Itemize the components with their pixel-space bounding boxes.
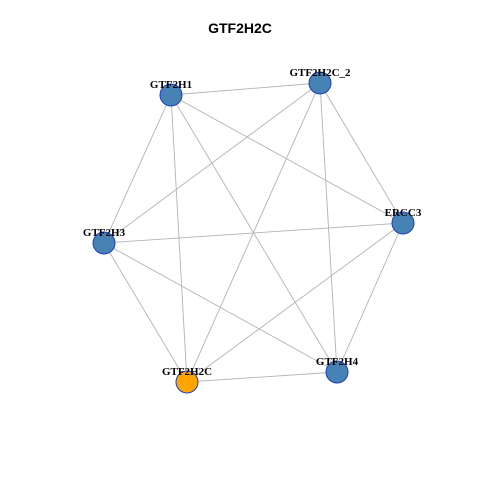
node-gtf2h2c[interactable] [175, 370, 199, 394]
edge-gtf2h2c_2-gtf2h3 [103, 82, 321, 244]
nodes-layer [92, 71, 415, 394]
edge-gtf2h1-ercc3 [170, 94, 404, 224]
node-label-ercc3: ERCC3 [385, 207, 422, 219]
node-label-gtf2h3: GTF2H3 [83, 227, 126, 239]
edge-gtf2h2c_2-gtf2h2c [186, 82, 321, 383]
edges-layer [103, 82, 404, 383]
node-label-gtf2h4: GTF2H4 [316, 356, 359, 368]
edge-gtf2h2c-gtf2h4 [186, 371, 338, 383]
edge-gtf2h1-gtf2h2c [170, 94, 188, 383]
node-label-gtf2h1: GTF2H1 [150, 79, 192, 91]
node-label-gtf2h2c_2: GTF2H2C_2 [289, 67, 351, 79]
edge-gtf2h1-gtf2h2c_2 [170, 82, 321, 96]
edge-ercc3-gtf2h2c [186, 222, 404, 383]
edge-gtf2h1-gtf2h3 [103, 94, 172, 244]
edge-gtf2h1-gtf2h4 [170, 94, 338, 373]
edge-gtf2h3-gtf2h2c [103, 242, 188, 383]
node-label-gtf2h2c: GTF2H2C [162, 366, 212, 378]
edge-ercc3-gtf2h3 [103, 222, 404, 244]
edge-ercc3-gtf2h4 [336, 222, 404, 373]
edge-gtf2h2c_2-ercc3 [319, 82, 404, 224]
node-gtf2h4[interactable] [325, 360, 349, 384]
node-gtf2h1[interactable] [159, 83, 183, 107]
node-gtf2h2c_2[interactable] [308, 71, 332, 95]
node-ercc3[interactable] [391, 211, 415, 235]
edge-gtf2h2c_2-gtf2h4 [319, 82, 338, 373]
edge-gtf2h3-gtf2h4 [103, 242, 338, 373]
graph-title: GTF2H2C [208, 20, 272, 36]
node-gtf2h3[interactable] [92, 231, 116, 255]
